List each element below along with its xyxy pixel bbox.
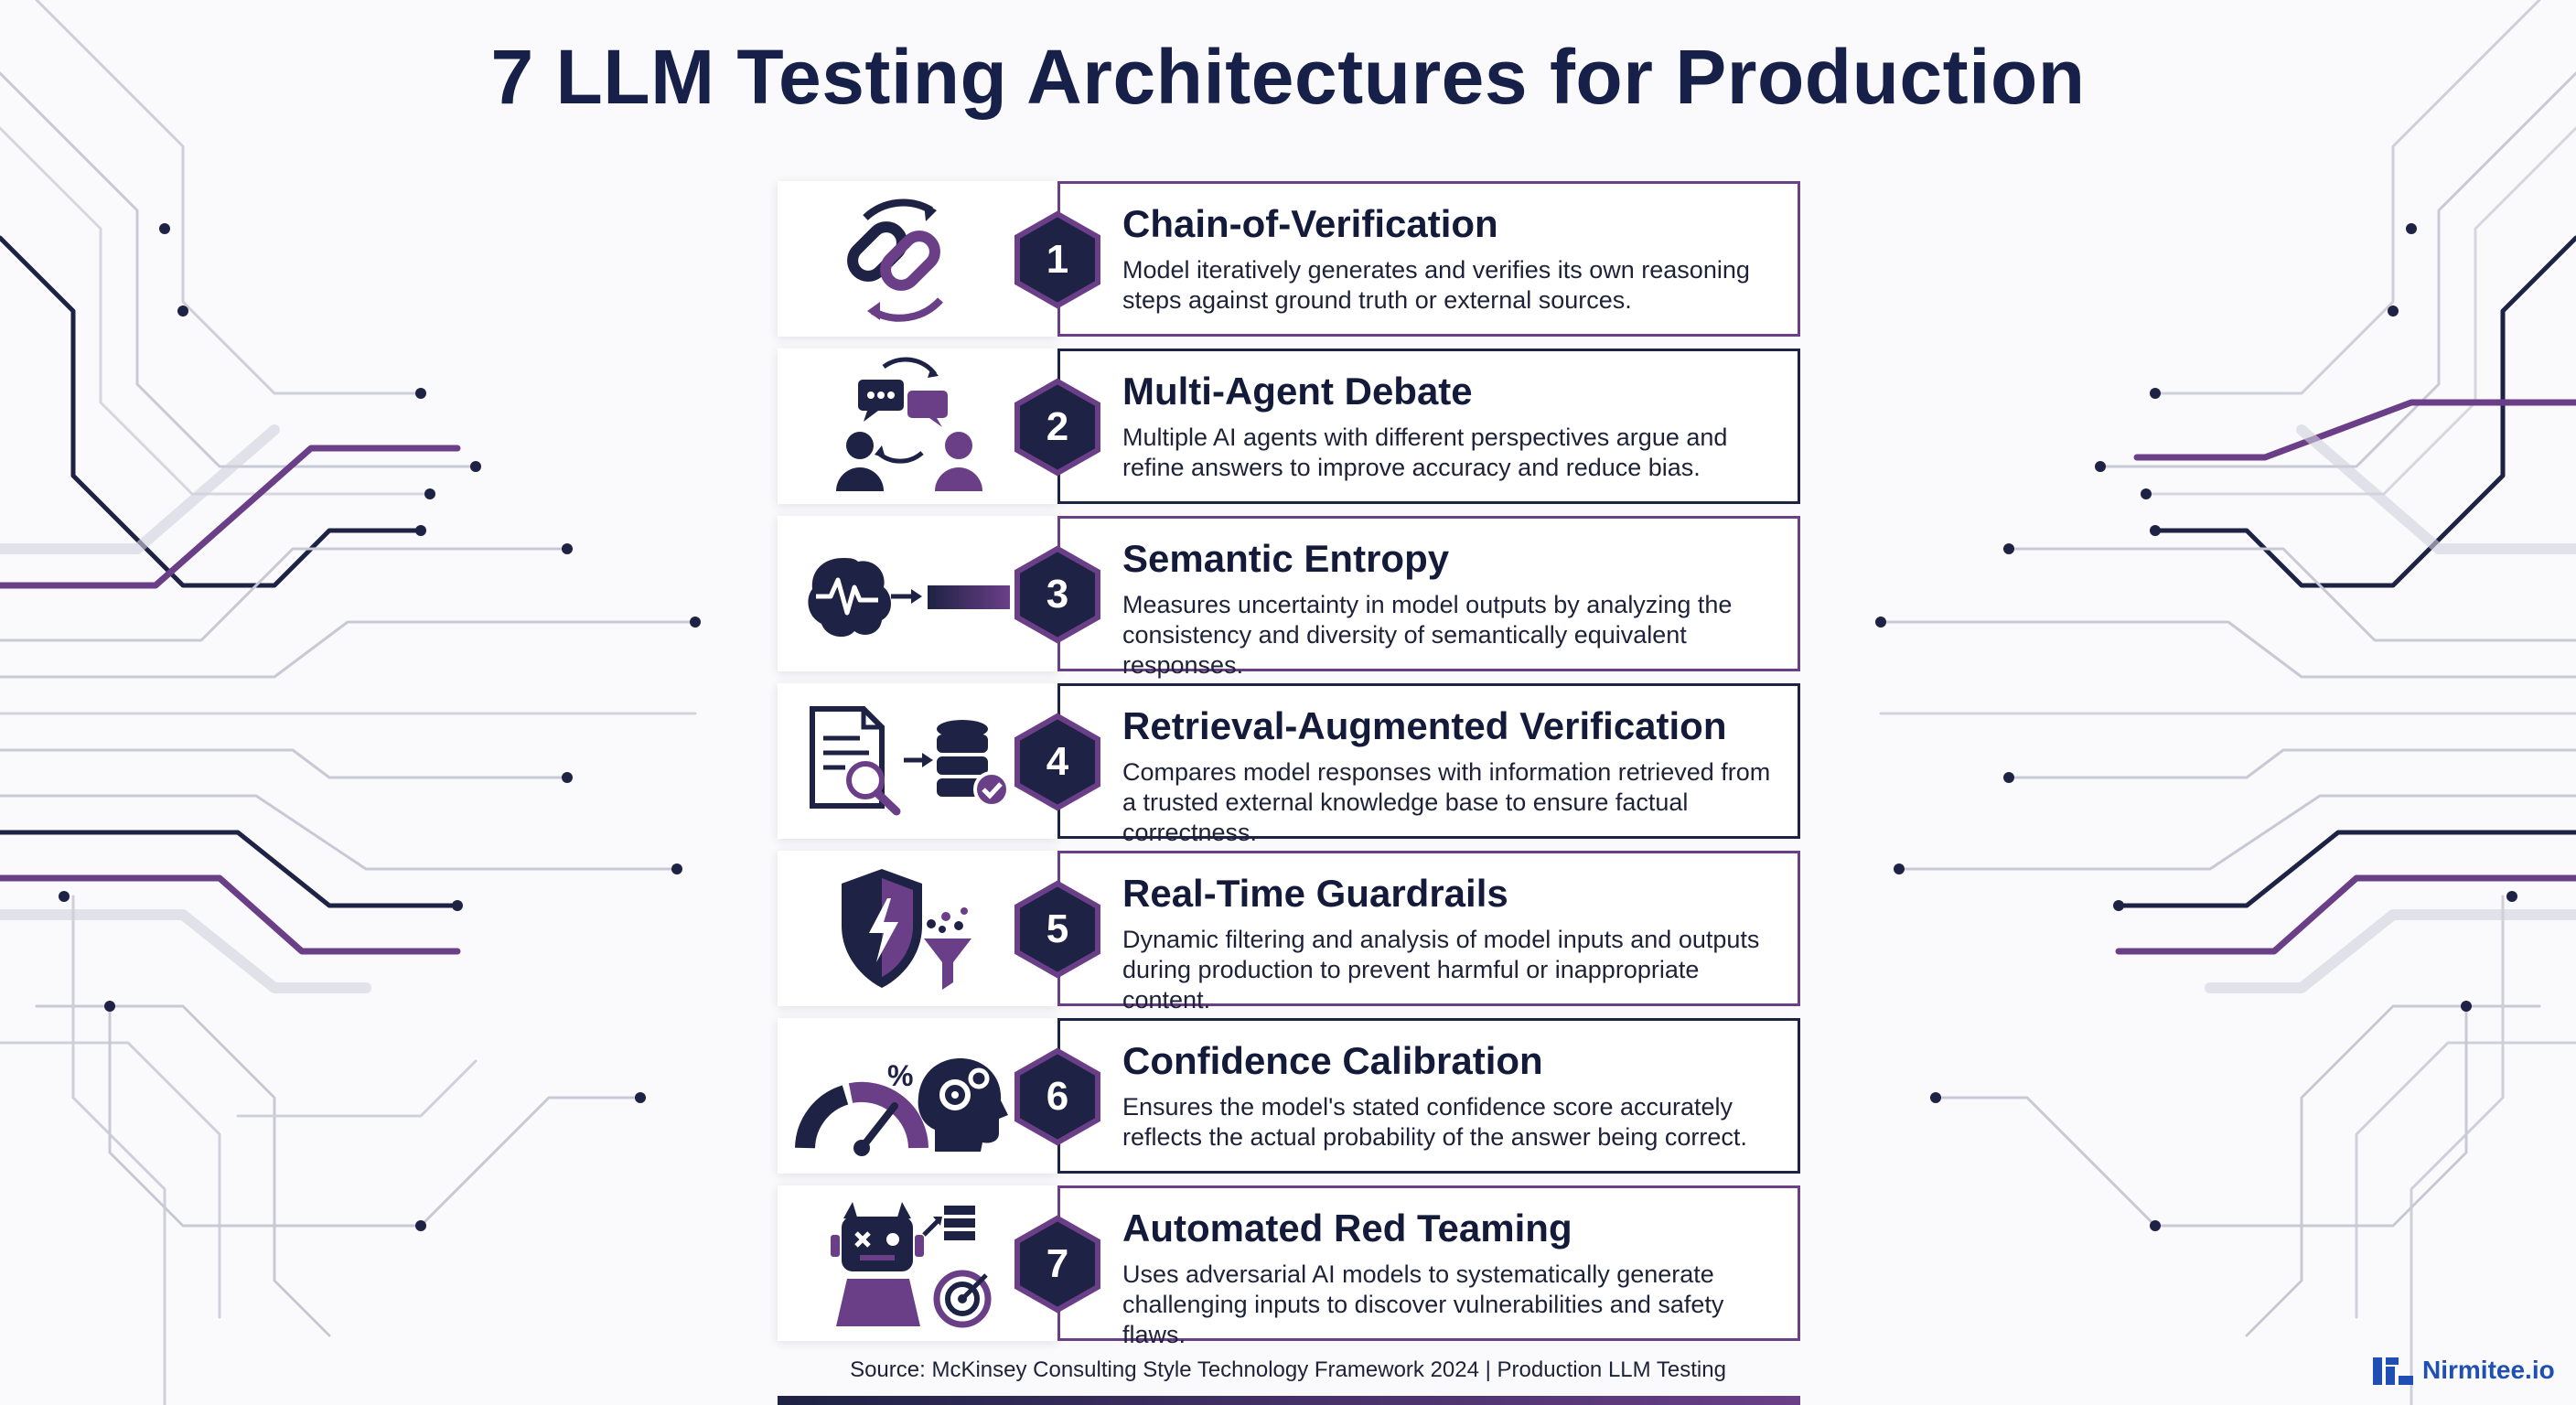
architecture-title: Retrieval-Augmented Verification	[1122, 704, 1727, 747]
architecture-description: Ensures the model's stated confidence sc…	[1122, 1093, 1747, 1151]
source-caption: Source: McKinsey Consulting Style Techno…	[850, 1357, 1726, 1382]
page-title: 7 LLM Testing Architectures for Producti…	[490, 34, 2086, 120]
architecture-description: Dynamic filtering and analysis of model …	[1122, 926, 1760, 1014]
architecture-title: Chain-of-Verification	[1122, 202, 1498, 245]
agents-debate-icon	[836, 357, 982, 491]
architecture-item-7: Automated Red Teaming Uses adversarial A…	[778, 1185, 1800, 1348]
architecture-description: Model iteratively generates and verifies…	[1122, 256, 1750, 314]
number-badge: 3	[1008, 545, 1107, 644]
number-badge: 5	[1008, 880, 1107, 979]
document-database-check-icon	[810, 706, 1010, 816]
number-badge: 6	[1008, 1047, 1107, 1146]
architecture-description: Uses adversarial AI models to systematic…	[1122, 1260, 1724, 1348]
architecture-item-6: % Confidence Calibration Ensures the mod…	[778, 1018, 1800, 1174]
logo-text: Nirmitee.io	[2422, 1356, 2555, 1384]
architecture-description: Multiple AI agents with different perspe…	[1122, 424, 1728, 481]
brain-entropy-icon	[808, 558, 1010, 638]
architecture-item-5: Real-Time Guardrails Dynamic filtering a…	[778, 851, 1800, 1014]
number-badge: 4	[1008, 713, 1107, 811]
nirmitee-logo-icon	[2373, 1357, 2413, 1385]
architecture-item-4: Retrieval-Augmented Verification Compare…	[778, 683, 1800, 846]
architecture-item-2: Multi-Agent Debate Multiple AI agents wi…	[778, 349, 1800, 504]
architecture-title: Automated Red Teaming	[1122, 1207, 1572, 1249]
architecture-item-1: Chain-of-Verification Model iteratively …	[778, 181, 1800, 337]
architecture-list: Chain-of-Verification Model iteratively …	[778, 181, 1800, 1353]
architecture-title: Multi-Agent Debate	[1122, 370, 1473, 413]
number-badge: 1	[1008, 210, 1107, 309]
gauge-head-icon: %	[795, 1058, 1008, 1156]
architecture-title: Real-Time Guardrails	[1122, 872, 1508, 915]
robot-target-icon	[831, 1202, 992, 1328]
architecture-item-3: Semantic Entropy Measures uncertainty in…	[778, 516, 1800, 679]
number-badge: 7	[1008, 1215, 1107, 1314]
footer-accent-bar	[778, 1396, 1800, 1405]
svg-text:%: %	[887, 1059, 913, 1092]
number-badge: 2	[1008, 378, 1107, 477]
architecture-description: Compares model responses with informatio…	[1122, 758, 1771, 846]
architecture-description: Measures uncertainty in model outputs by…	[1122, 591, 1733, 679]
architecture-title: Semantic Entropy	[1122, 537, 1450, 580]
chain-link-cycle-icon	[847, 198, 943, 322]
architecture-title: Confidence Calibration	[1122, 1039, 1543, 1082]
shield-filter-icon	[842, 869, 971, 990]
